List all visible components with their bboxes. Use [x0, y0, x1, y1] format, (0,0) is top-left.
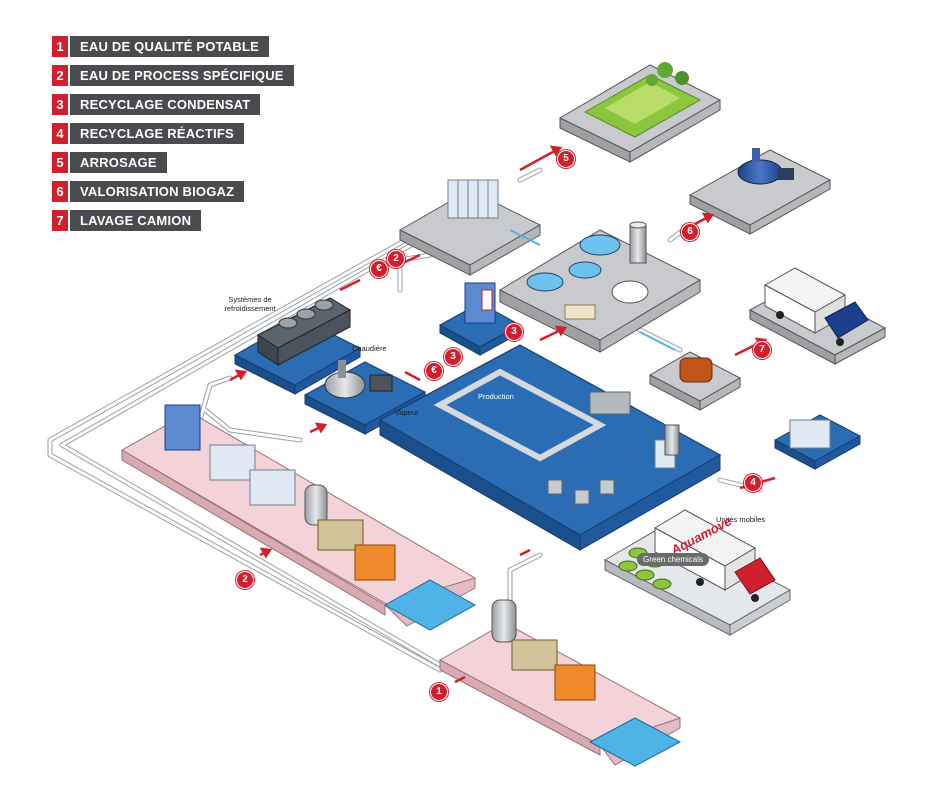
legend-label: RECYCLAGE CONDENSAT: [70, 94, 261, 115]
legend-number: 3: [52, 94, 68, 115]
legend-label: VALORISATION BIOGAZ: [70, 181, 245, 202]
cooling-label-line1: Systèmes de: [228, 295, 272, 304]
euro-marker-top: €: [370, 260, 388, 278]
condensate-platform: [438, 282, 522, 356]
steam-label: Vapeur: [395, 408, 419, 417]
legend-label: ARROSAGE: [70, 152, 167, 173]
legend-item-4: 4 RECYCLAGE RÉACTIFS: [52, 123, 272, 144]
legend-number: 5: [52, 152, 68, 173]
intake-equipment-icon: [164, 404, 396, 581]
reagent-unit-icon: [789, 419, 831, 449]
purification-platform: [398, 179, 542, 276]
intake-platform-left: [120, 404, 477, 631]
truck-platform: [748, 267, 887, 365]
euro-marker-mid: €: [425, 362, 443, 380]
biogas-tank-icon: [737, 159, 783, 185]
legend-item-1: 1 EAU DE QUALITÉ POTABLE: [52, 36, 272, 57]
garden-platform: [558, 62, 722, 163]
biogas-platform: [688, 148, 832, 235]
legend-label: LAVAGE CAMION: [70, 210, 202, 231]
legend-number: 6: [52, 181, 68, 202]
legend-item-5: 5 ARROSAGE: [52, 152, 272, 173]
clarifier-icon: [579, 234, 621, 256]
cooling-tower-icon: [257, 297, 352, 366]
legend-number: 4: [52, 123, 68, 144]
clarifier-icon: [568, 261, 602, 279]
legend-label: EAU DE PROCESS SPÉCIFIQUE: [70, 65, 294, 86]
legend-item-6: 6 VALORISATION BIOGAZ: [52, 181, 272, 202]
marker-3-top: 3: [505, 323, 523, 341]
green-chemicals-badge: Green chemicals: [637, 553, 710, 566]
wash-platform: [648, 351, 742, 411]
legend-item-3: 3 RECYCLAGE CONDENSAT: [52, 94, 272, 115]
legend-label: EAU DE QUALITÉ POTABLE: [70, 36, 269, 57]
treatment-plant-platform: [498, 221, 702, 353]
tree-icon: [657, 62, 673, 78]
production-label: Production: [478, 392, 514, 401]
marker-3-mid: 3: [444, 348, 462, 366]
filtration-unit-icon: [447, 179, 499, 219]
intake-platform-bottom: [438, 599, 682, 767]
truck-icon: [763, 267, 869, 346]
legend-label: RECYCLAGE RÉACTIFS: [70, 123, 244, 144]
legend-number: 2: [52, 65, 68, 86]
pipe-network: [47, 167, 763, 673]
marker-2-left: 2: [236, 571, 254, 589]
cooling-label-line2: refroidissement: [224, 304, 276, 313]
marker-7: 7: [753, 341, 771, 359]
boiler-label: Chaudière: [352, 344, 387, 353]
legend-item-2: 2 EAU DE PROCESS SPÉCIFIQUE: [52, 65, 294, 86]
mobile-units-label: Unités mobiles: [716, 515, 766, 524]
marker-6: 6: [681, 223, 699, 241]
legend: 1 EAU DE QUALITÉ POTABLE 2 EAU DE PROCES…: [52, 36, 294, 239]
bottom-equipment-icon: [491, 599, 596, 701]
cooling-platform: [233, 297, 362, 395]
marker-4: 4: [744, 474, 762, 492]
tree-icon: [675, 71, 689, 85]
marker-1: 1: [430, 683, 448, 701]
legend-number: 1: [52, 36, 68, 57]
boiler-icon: [324, 360, 393, 399]
blue-arrows: [509, 229, 676, 351]
clarifier-icon: [526, 272, 564, 292]
production-platform: [378, 344, 722, 551]
legend-number: 7: [52, 210, 68, 231]
cooling-systems-label: Systèmes de refroidissement: [210, 295, 290, 313]
tree-icon: [646, 74, 658, 86]
marker-2-top: 2: [387, 250, 405, 268]
tank-icon: [679, 357, 713, 383]
legend-item-7: 7 LAVAGE CAMION: [52, 210, 272, 231]
storage-tank-icon: [611, 280, 649, 304]
reagent-platform: [773, 414, 862, 470]
marker-5: 5: [557, 150, 575, 168]
